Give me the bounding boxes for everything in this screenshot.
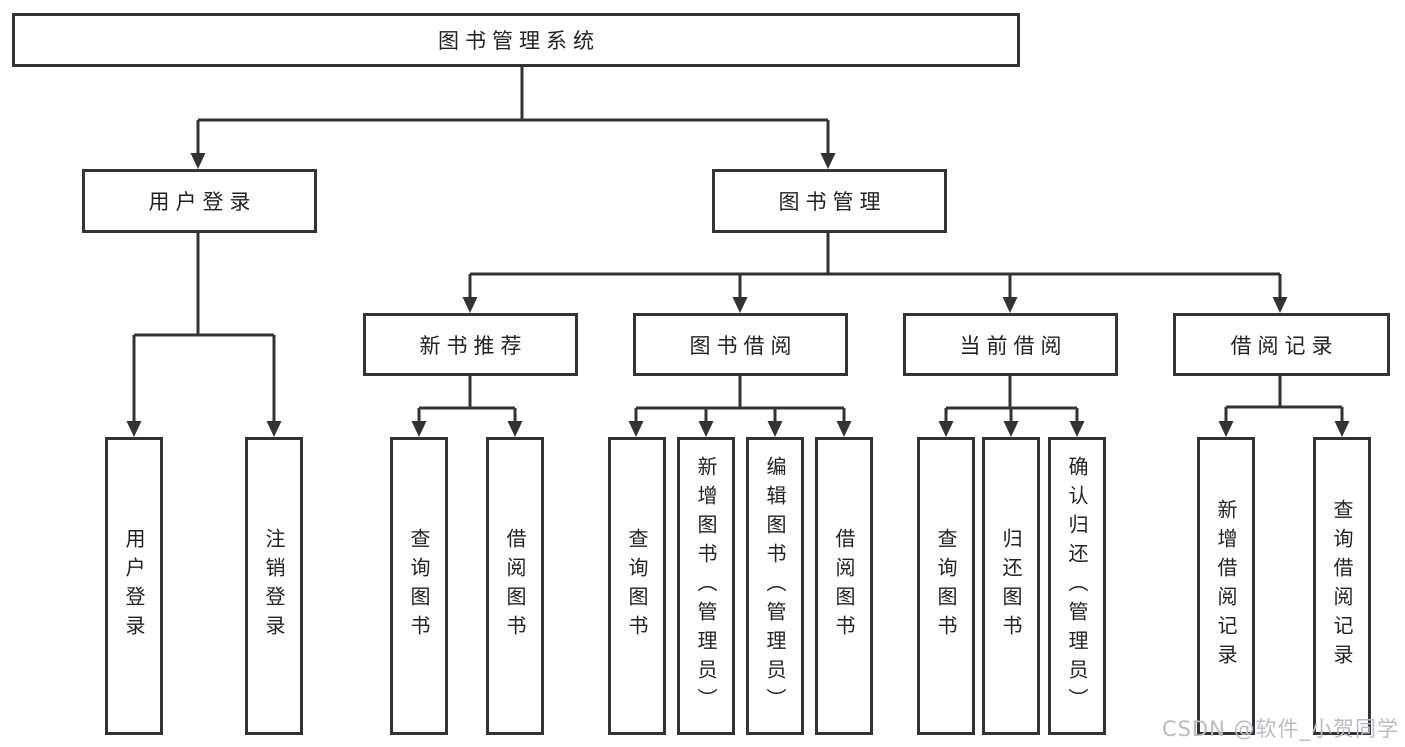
node-borrow-record-label: 借阅记录 [1230,333,1339,358]
node-current-borrow-label: 当前借阅 [959,333,1068,358]
node-query-book-borrow-label: 查询图书 [625,528,649,644]
node-user-login-label: 用户登录 [148,190,257,214]
node-borrow-book: 借阅图书 [815,437,873,735]
node-add-book-admin: 新增图书（管理员） [677,437,735,735]
node-return-book-label: 归还图书 [999,528,1023,644]
node-query-book-borrow: 查询图书 [608,437,666,735]
node-user-login-leaf: 用户登录 [105,437,163,735]
node-edit-book-admin: 编辑图书（管理员） [746,437,804,735]
node-add-book-admin-label: 新增图书（管理员） [694,455,718,717]
node-logout-login: 注销登录 [245,437,303,735]
node-root-label: 图书管理系统 [438,29,600,53]
node-book-borrow: 图书借阅 [633,313,848,376]
node-current-borrow: 当前借阅 [903,313,1118,376]
node-new-book-recommend-label: 新书推荐 [419,333,528,358]
node-borrow-book-recommend-label: 借阅图书 [503,528,527,644]
node-user-login: 用户登录 [82,169,317,233]
node-logout-login-label: 注销登录 [262,528,286,644]
node-user-login-leaf-label: 用户登录 [122,528,146,644]
node-query-borrow-record-label: 查询借阅记录 [1330,499,1354,673]
node-confirm-return-admin-label: 确认归还（管理员） [1065,455,1089,717]
node-borrow-record: 借阅记录 [1173,313,1390,376]
node-query-borrow-record: 查询借阅记录 [1313,437,1371,735]
node-borrow-book-recommend: 借阅图书 [486,437,544,735]
node-borrow-book-label: 借阅图书 [832,528,856,644]
node-query-book-current: 查询图书 [917,437,975,735]
node-book-management-label: 图书管理 [778,190,887,214]
node-add-borrow-record-label: 新增借阅记录 [1214,499,1238,673]
node-book-management: 图书管理 [712,169,947,233]
node-edit-book-admin-label: 编辑图书（管理员） [763,455,787,717]
node-book-borrow-label: 图书借阅 [689,333,798,358]
node-confirm-return-admin: 确认归还（管理员） [1048,437,1106,735]
node-return-book: 归还图书 [982,437,1040,735]
node-query-book-recommend-label: 查询图书 [407,528,431,644]
csdn-watermark: CSDN @软件_小贺同学 [1161,717,1399,741]
node-new-book-recommend: 新书推荐 [363,313,578,376]
node-root: 图书管理系统 [12,13,1020,67]
node-query-book-recommend: 查询图书 [390,437,448,735]
node-add-borrow-record: 新增借阅记录 [1197,437,1255,735]
node-query-book-current-label: 查询图书 [934,528,958,644]
